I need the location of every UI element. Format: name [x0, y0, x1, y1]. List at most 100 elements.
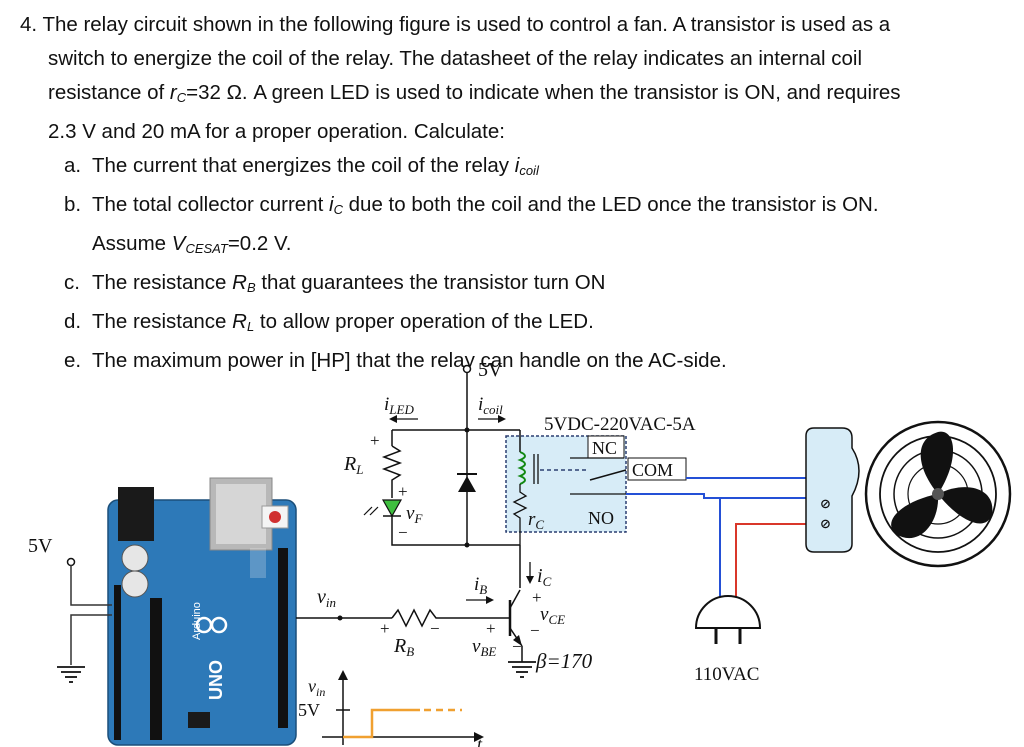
ic-label: iC — [537, 565, 552, 589]
part-b-text3: Assume — [92, 232, 172, 255]
rb-variable: RB — [232, 271, 255, 295]
vin-axis-arrow — [338, 670, 348, 680]
relay-circuit-diagram: UNO Arduino 5V vin + − RB t vin 5V 5V iL… — [28, 359, 1012, 747]
part-c-text2: that guarantees the transistor turn ON — [255, 271, 606, 294]
plug-blue-wire — [719, 497, 806, 604]
icsp-header — [250, 548, 266, 578]
led-symbol — [381, 499, 403, 518]
icoil-var: i — [514, 154, 520, 177]
icoil-label: icoil — [478, 394, 503, 417]
intro-line-1: 4. The relay circuit shown in the follow… — [20, 8, 1010, 42]
vbe-minus: − — [512, 637, 522, 656]
fan-switch-1: ⊘ — [820, 496, 831, 511]
vf-plus: + — [398, 482, 408, 501]
rl-variable: RL — [232, 310, 255, 334]
rl-sub: L — [246, 319, 255, 334]
part-e-label: e. — [64, 349, 82, 372]
intro-line-4: 2.3 V and 20 mA for a proper operation. … — [20, 115, 1010, 149]
part-c-label: c. — [64, 271, 80, 294]
collector-leg — [509, 589, 521, 609]
vce-minus: − — [530, 621, 540, 640]
part-c: c.The resistance RB that guarantees the … — [20, 266, 1010, 305]
problem-text: 4. The relay circuit shown in the follow… — [20, 8, 1010, 378]
time-axis-label: t — [477, 734, 483, 747]
fan: ⊘ ⊘ — [805, 420, 1012, 568]
intro-line-2: switch to energize the coil of the relay… — [20, 42, 1010, 76]
plug-red-wire — [735, 523, 806, 604]
rl-label: RL — [343, 453, 363, 477]
supply-top-node — [462, 364, 472, 374]
fan-blades — [891, 431, 993, 539]
icoil-arrow-head — [498, 415, 506, 423]
part-a-label: a. — [64, 154, 82, 177]
led-light-arrows — [363, 506, 379, 516]
part-b-text4: =0.2 V. — [227, 232, 292, 255]
led-return-wire — [391, 516, 520, 546]
part-d-label: d. — [64, 310, 82, 333]
iled-label: iLED — [384, 394, 414, 417]
rc-var: r — [169, 81, 177, 104]
vin-5v-label: 5V — [298, 700, 320, 720]
power-jack — [118, 487, 154, 541]
supply-left-node — [66, 557, 76, 567]
com-box — [627, 457, 687, 481]
usb-port-inner — [216, 484, 266, 544]
part-a-text: The current that energizes the coil of t… — [92, 154, 515, 177]
intro-text-3b: =32 Ω. A green LED is used to indicate w… — [186, 81, 901, 104]
ic-sub: C — [333, 202, 343, 217]
ib-label: iB — [474, 574, 487, 597]
vin-node — [337, 615, 343, 621]
iled-arrow-head — [389, 415, 397, 423]
vcesat-var: V — [171, 232, 186, 255]
part-b: b.The total collector current iC due to … — [20, 188, 1010, 227]
intro-line-3: resistance of rC=32 Ω. A green LED is us… — [20, 76, 1010, 115]
vin-waveform: t vin 5V — [298, 670, 484, 747]
supply-left-wire — [70, 565, 112, 606]
power-header — [114, 585, 121, 740]
icoil-variable: icoil — [514, 154, 539, 178]
rc-internal — [512, 484, 528, 545]
relay-rating: 5VDC-220VAC-5A — [544, 414, 696, 435]
vf-label: vF — [406, 503, 423, 526]
time-axis-arrow — [474, 732, 484, 742]
vcesat-variable: VCESAT — [171, 232, 228, 256]
arduino-board: UNO Arduino — [107, 477, 297, 746]
supply-top-label: 5V — [478, 359, 503, 381]
left-supply: 5V — [28, 535, 112, 683]
ac-voltage-label: 110VAC — [694, 664, 759, 685]
ic-arrow-head — [526, 576, 534, 584]
part-b-label: b. — [64, 193, 82, 216]
rb-var: R — [232, 271, 247, 294]
part-d: d.The resistance RL to allow proper oper… — [20, 305, 1010, 344]
arduino-logo — [195, 616, 228, 634]
flyback-diode — [458, 476, 476, 492]
rc-label: rC — [528, 509, 544, 532]
com-label: COM — [632, 460, 673, 480]
ic-var: i — [329, 193, 334, 216]
part-e: e. The maximum power in [HP] that the rel… — [20, 344, 1010, 378]
icsp-bottom — [188, 712, 210, 728]
board-uno-label: UNO — [206, 660, 226, 700]
capacitor-2 — [121, 570, 149, 598]
vbe-label: vBE — [472, 636, 496, 659]
part-e-text: The maximum power in [HP] that the relay… — [92, 349, 727, 372]
rb-label: RB — [393, 635, 414, 659]
part-d-text2: to allow proper operation of the LED. — [254, 310, 594, 333]
emitter-arrow — [513, 635, 522, 646]
rb-plus: + — [380, 619, 390, 638]
relay-coil — [517, 451, 526, 485]
rc-variable: rC — [169, 81, 186, 105]
intro-text-4: 2.3 V and 20 mA for a proper operation. … — [48, 120, 505, 143]
intro-text-3a: resistance of — [48, 81, 170, 104]
ic-variable: iC — [329, 193, 343, 217]
rl-resistor — [381, 445, 403, 498]
vin-axis-label: vin — [308, 676, 325, 699]
question-number: 4. — [20, 13, 38, 36]
vce-plus: + — [532, 588, 542, 607]
rb-resistor — [391, 608, 510, 628]
ac-plug — [694, 595, 762, 629]
relay: 5VDC-220VAC-5A rC NC NO — [505, 414, 696, 545]
vin-label: vin — [317, 586, 336, 610]
board-arduino-label: Arduino — [191, 602, 203, 640]
vce-label: vCE — [540, 604, 565, 627]
